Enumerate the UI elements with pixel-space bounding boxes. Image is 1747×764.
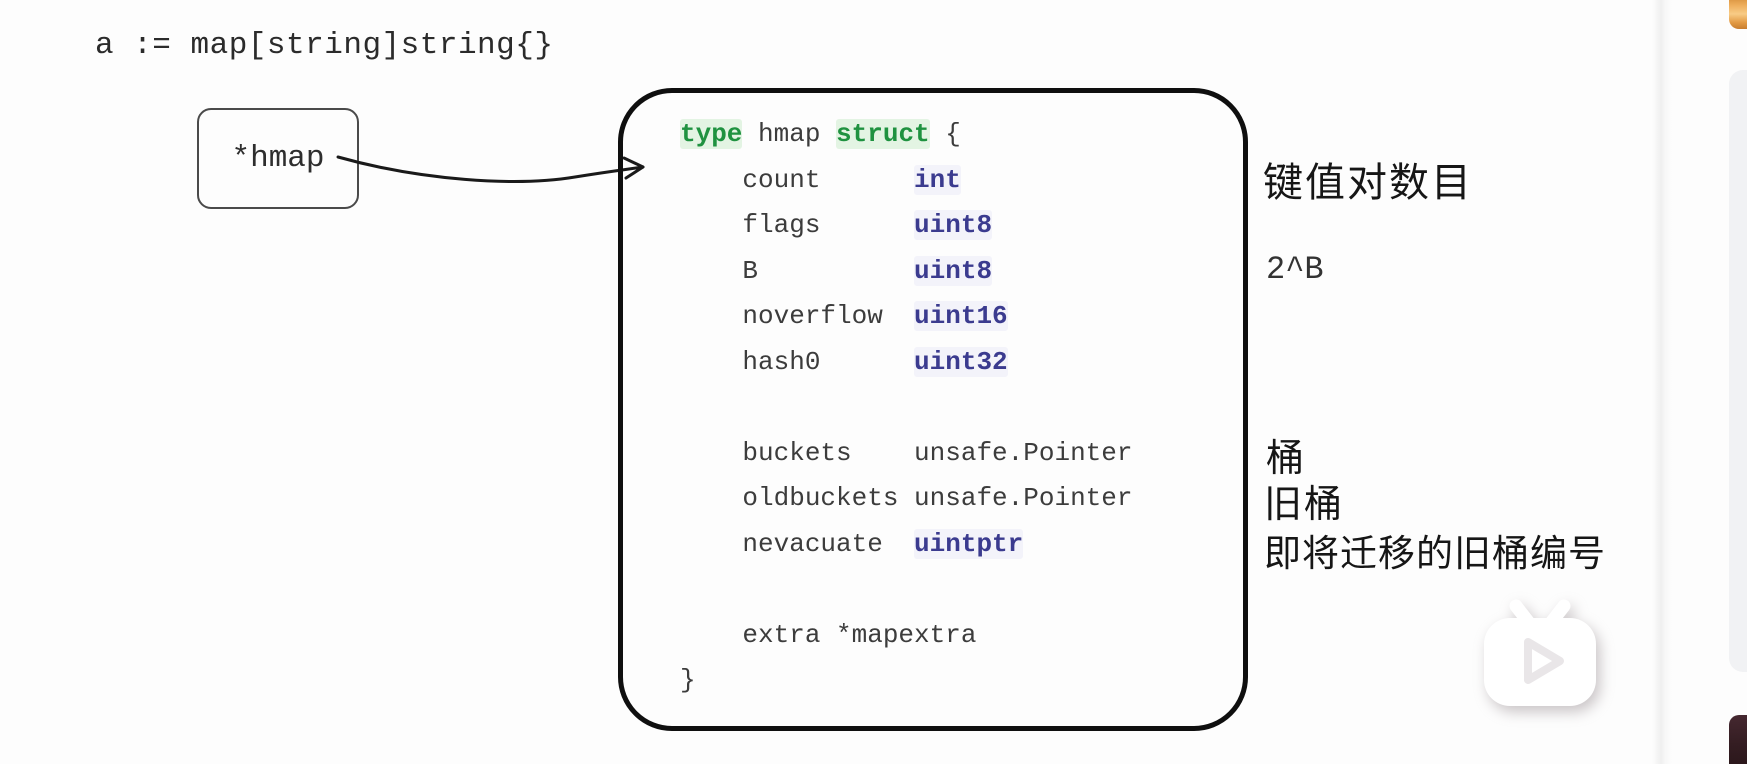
code-text: } — [680, 665, 696, 695]
code-type: uint32 — [914, 346, 1008, 377]
code-line — [680, 385, 1132, 431]
code-type: int — [914, 164, 961, 195]
annotation-buckets: 桶 — [1266, 436, 1307, 480]
code-line: nevacuate uintptr — [680, 522, 1132, 568]
code-text: hash0 — [680, 346, 915, 377]
code-text: buckets unsafe.Pointer — [680, 437, 1133, 468]
map-declaration-text: a := map[string]string{} — [95, 28, 554, 63]
code-line: extra *mapextra — [680, 613, 1132, 659]
code-text: B — [680, 255, 915, 286]
code-line: hash0 uint32 — [680, 340, 1132, 386]
code-line: B uint8 — [680, 249, 1132, 295]
hmap-pointer-box: *hmap — [197, 108, 359, 209]
code-text: extra *mapextra — [680, 619, 977, 650]
annotation-b: 2^B — [1266, 251, 1324, 288]
code-text: { — [929, 119, 961, 149]
code-line: count int — [680, 158, 1132, 204]
hmap-pointer-label: *hmap — [231, 141, 325, 176]
code-type: uintptr — [914, 528, 1024, 559]
code-line: } — [680, 658, 1132, 704]
code-text: noverflow — [680, 301, 915, 331]
code-type: uint8 — [914, 210, 993, 240]
code-text: oldbuckets unsafe.Pointer — [680, 483, 1133, 513]
code-text: count — [680, 164, 915, 195]
code-line: flags uint8 — [680, 203, 1132, 249]
code-line: buckets unsafe.Pointer — [680, 431, 1132, 477]
code-text: flags — [680, 210, 915, 240]
annotation-nevacuate: 即将迁移的旧桶编号 — [1264, 532, 1606, 575]
code-line — [680, 567, 1132, 613]
rail-orange-button-fragment[interactable] — [1729, 0, 1747, 29]
code-keyword: struct — [836, 119, 930, 149]
code-text: nevacuate — [680, 528, 915, 559]
code-keyword: type — [680, 119, 743, 149]
rail-video-thumbnail-fragment[interactable] — [1729, 715, 1747, 764]
content-edge-divider — [1652, 0, 1672, 764]
code-line: noverflow uint16 — [680, 294, 1132, 340]
code-text: hmap — [742, 119, 837, 149]
bilibili-tv-play-icon — [1474, 588, 1606, 720]
struct-code: type hmap struct { count int flags uint8… — [680, 112, 1132, 704]
code-type: uint8 — [914, 255, 993, 286]
annotation-oldbuckets: 旧桶 — [1264, 482, 1345, 526]
code-line: oldbuckets unsafe.Pointer — [680, 476, 1132, 522]
hmap-struct-box — [618, 88, 1248, 731]
code-line: type hmap struct { — [680, 112, 1132, 158]
annotation-count: 键值对数目 — [1263, 160, 1473, 206]
rail-card-fragment[interactable] — [1729, 70, 1747, 672]
code-type: uint16 — [914, 301, 1008, 331]
